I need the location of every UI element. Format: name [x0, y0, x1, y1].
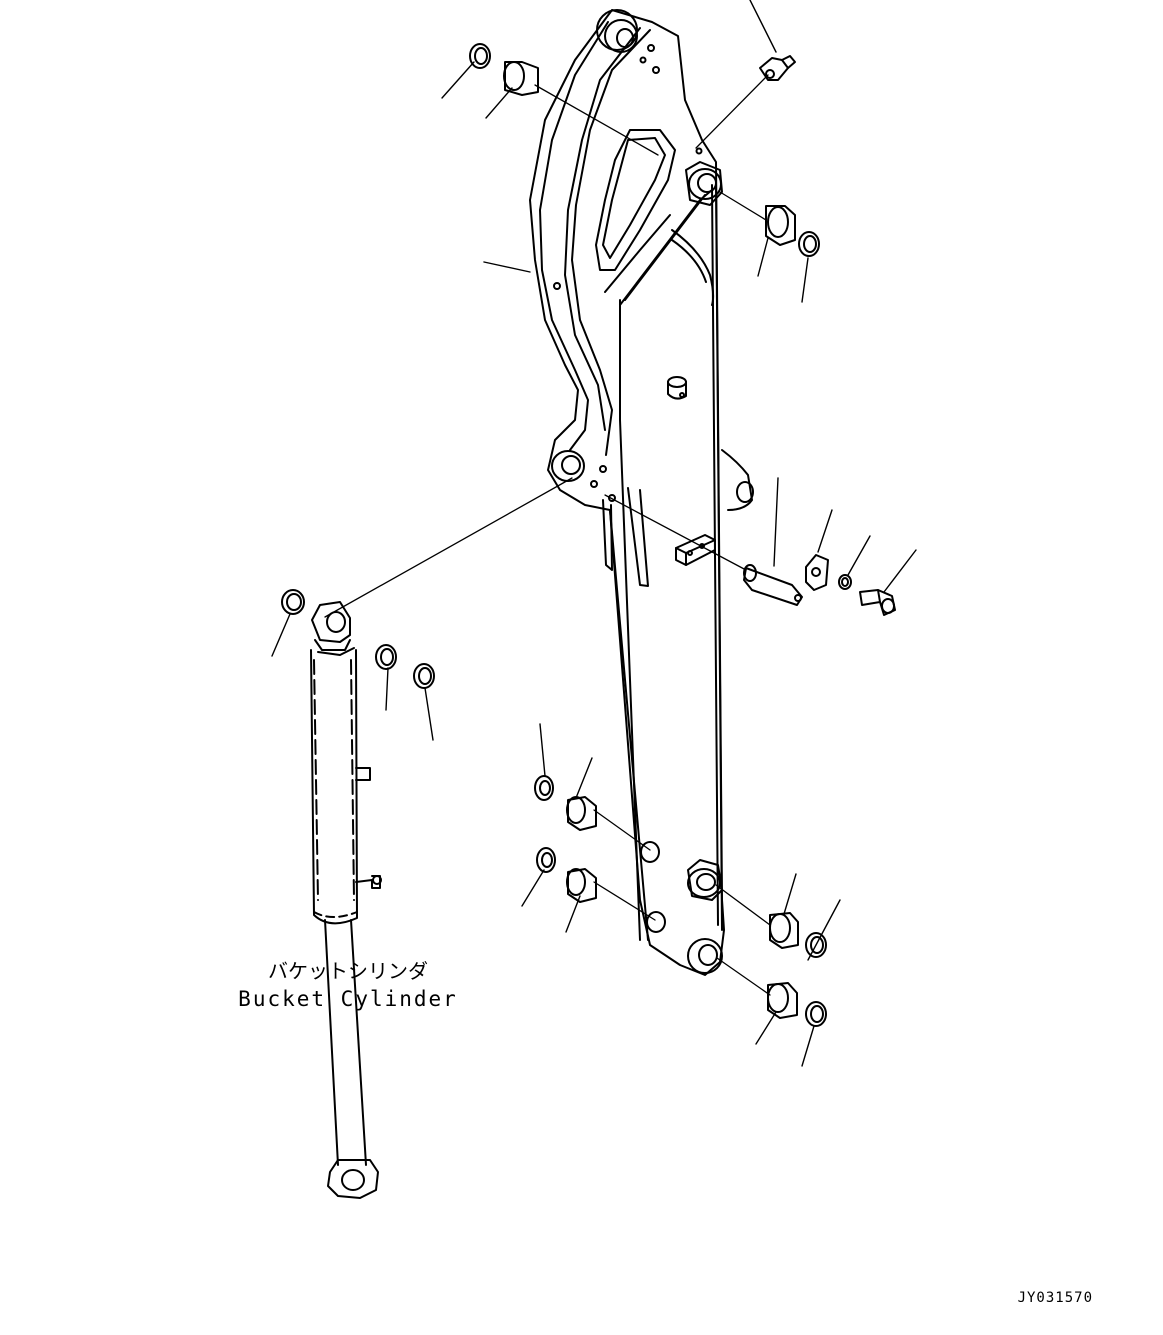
leader-lines: [271, 0, 917, 1067]
bucket-cylinder: [310, 601, 382, 1199]
arm: [529, 9, 754, 976]
assembly-lines: [324, 74, 771, 996]
hardware-parts: [281, 43, 896, 1027]
bucket-cylinder-label-en: Bucket Cylinder: [238, 987, 458, 1011]
bucket-cylinder-label-jp: バケットシリンダ: [268, 959, 428, 983]
drawing-code: JY031570: [1018, 1290, 1093, 1306]
